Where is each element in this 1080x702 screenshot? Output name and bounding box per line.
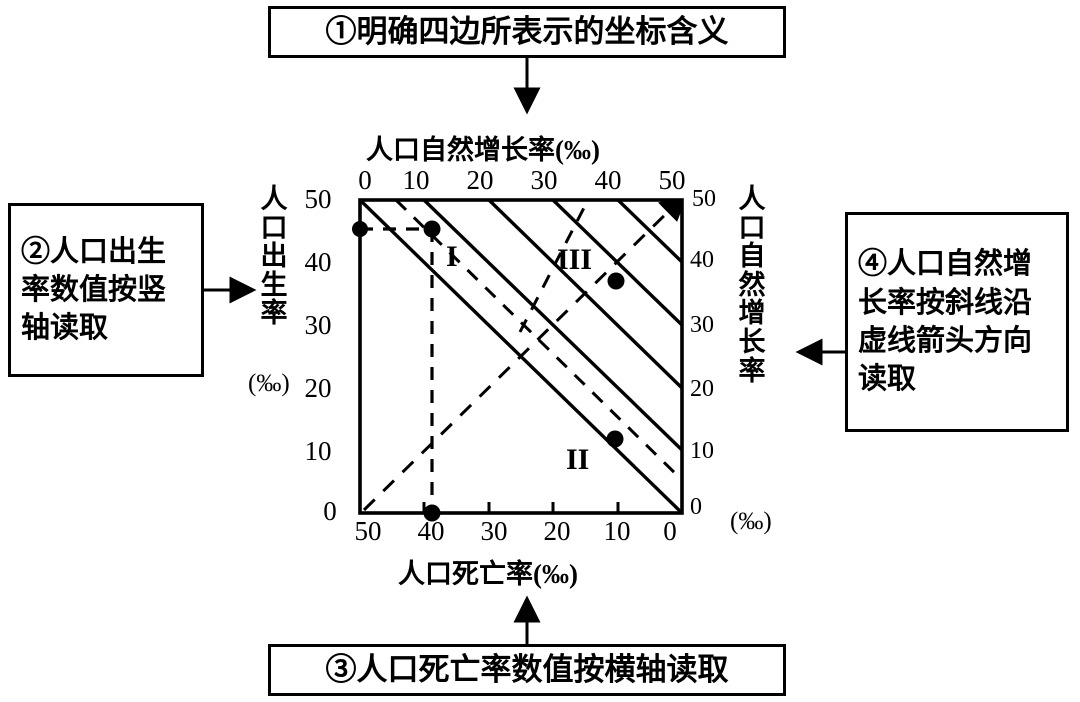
tick-top-4: 40 xyxy=(594,165,622,195)
tick-right-0: 50 xyxy=(692,186,716,212)
tick-top-5: 50 xyxy=(658,165,686,195)
callout-right-text: ④人口自然增长率按斜线沿虚线箭头方向读取 xyxy=(858,248,1033,396)
axis-title-top: 人口自然增长率(‰) xyxy=(366,135,600,165)
axis-unit-left: (‰) xyxy=(248,370,290,397)
tick-left-0: 50 xyxy=(304,184,332,214)
tick-right-2: 30 xyxy=(690,312,714,338)
tick-bottom-2: 30 xyxy=(480,516,508,546)
callout-bottom-text: ③人口死亡率数值按横轴读取 xyxy=(325,651,729,687)
tick-left-1: 40 xyxy=(304,247,332,277)
axis-unit-right: (‰) xyxy=(730,508,772,535)
callout-top-text: ①明确四边所表示的坐标含义 xyxy=(325,13,729,49)
callout-box-left: ②人口出生率数值按竖轴读取 xyxy=(8,203,204,377)
plot-frame xyxy=(358,198,684,515)
iso-line-40 xyxy=(616,200,682,264)
tick-right-4: 10 xyxy=(690,438,714,464)
region-label-I: I xyxy=(446,240,458,273)
tick-right-5: 0 xyxy=(690,494,702,520)
reading-direction-arrow xyxy=(362,200,682,512)
callout-box-bottom: ③人口死亡率数值按横轴读取 xyxy=(268,644,786,696)
callout-left-text: ②人口出生率数值按竖轴读取 xyxy=(21,235,167,345)
axis-title-right: 人口自然增长率 xyxy=(738,184,766,386)
data-point-p3 xyxy=(423,504,441,522)
tick-top-3: 30 xyxy=(530,165,558,195)
tick-bottom-5: 0 xyxy=(663,516,677,546)
data-point-p2 xyxy=(423,220,441,238)
tick-right-1: 40 xyxy=(690,247,714,273)
tick-top-0: 0 xyxy=(358,165,372,195)
tick-left-4: 10 xyxy=(304,436,332,466)
region-label-III: III xyxy=(557,243,593,276)
data-point-p5 xyxy=(606,430,624,448)
tick-right-3: 20 xyxy=(690,376,714,402)
data-point-p4 xyxy=(607,272,625,290)
callout-box-right: ④人口自然增长率按斜线沿虚线箭头方向读取 xyxy=(845,212,1069,432)
axis-title-bottom: 人口死亡率(‰) xyxy=(398,559,578,589)
data-point-p1 xyxy=(352,221,368,237)
region-label-II: II xyxy=(566,443,590,476)
population-triangle-chart xyxy=(352,198,684,522)
tick-left-5: 0 xyxy=(323,496,337,526)
tick-top-2: 20 xyxy=(466,165,494,195)
tick-left-3: 20 xyxy=(304,373,332,403)
tick-top-1: 10 xyxy=(402,165,430,195)
tick-bottom-4: 10 xyxy=(603,516,631,546)
data-point-group xyxy=(352,220,625,522)
iso-line-10 xyxy=(422,200,682,452)
tick-bottom-0: 50 xyxy=(354,516,382,546)
callout-box-top: ①明确四边所表示的坐标含义 xyxy=(268,6,786,58)
tick-bottom-3: 20 xyxy=(543,516,571,546)
axis-title-left: 人口出生率 xyxy=(260,184,288,329)
tick-left-2: 30 xyxy=(304,310,332,340)
